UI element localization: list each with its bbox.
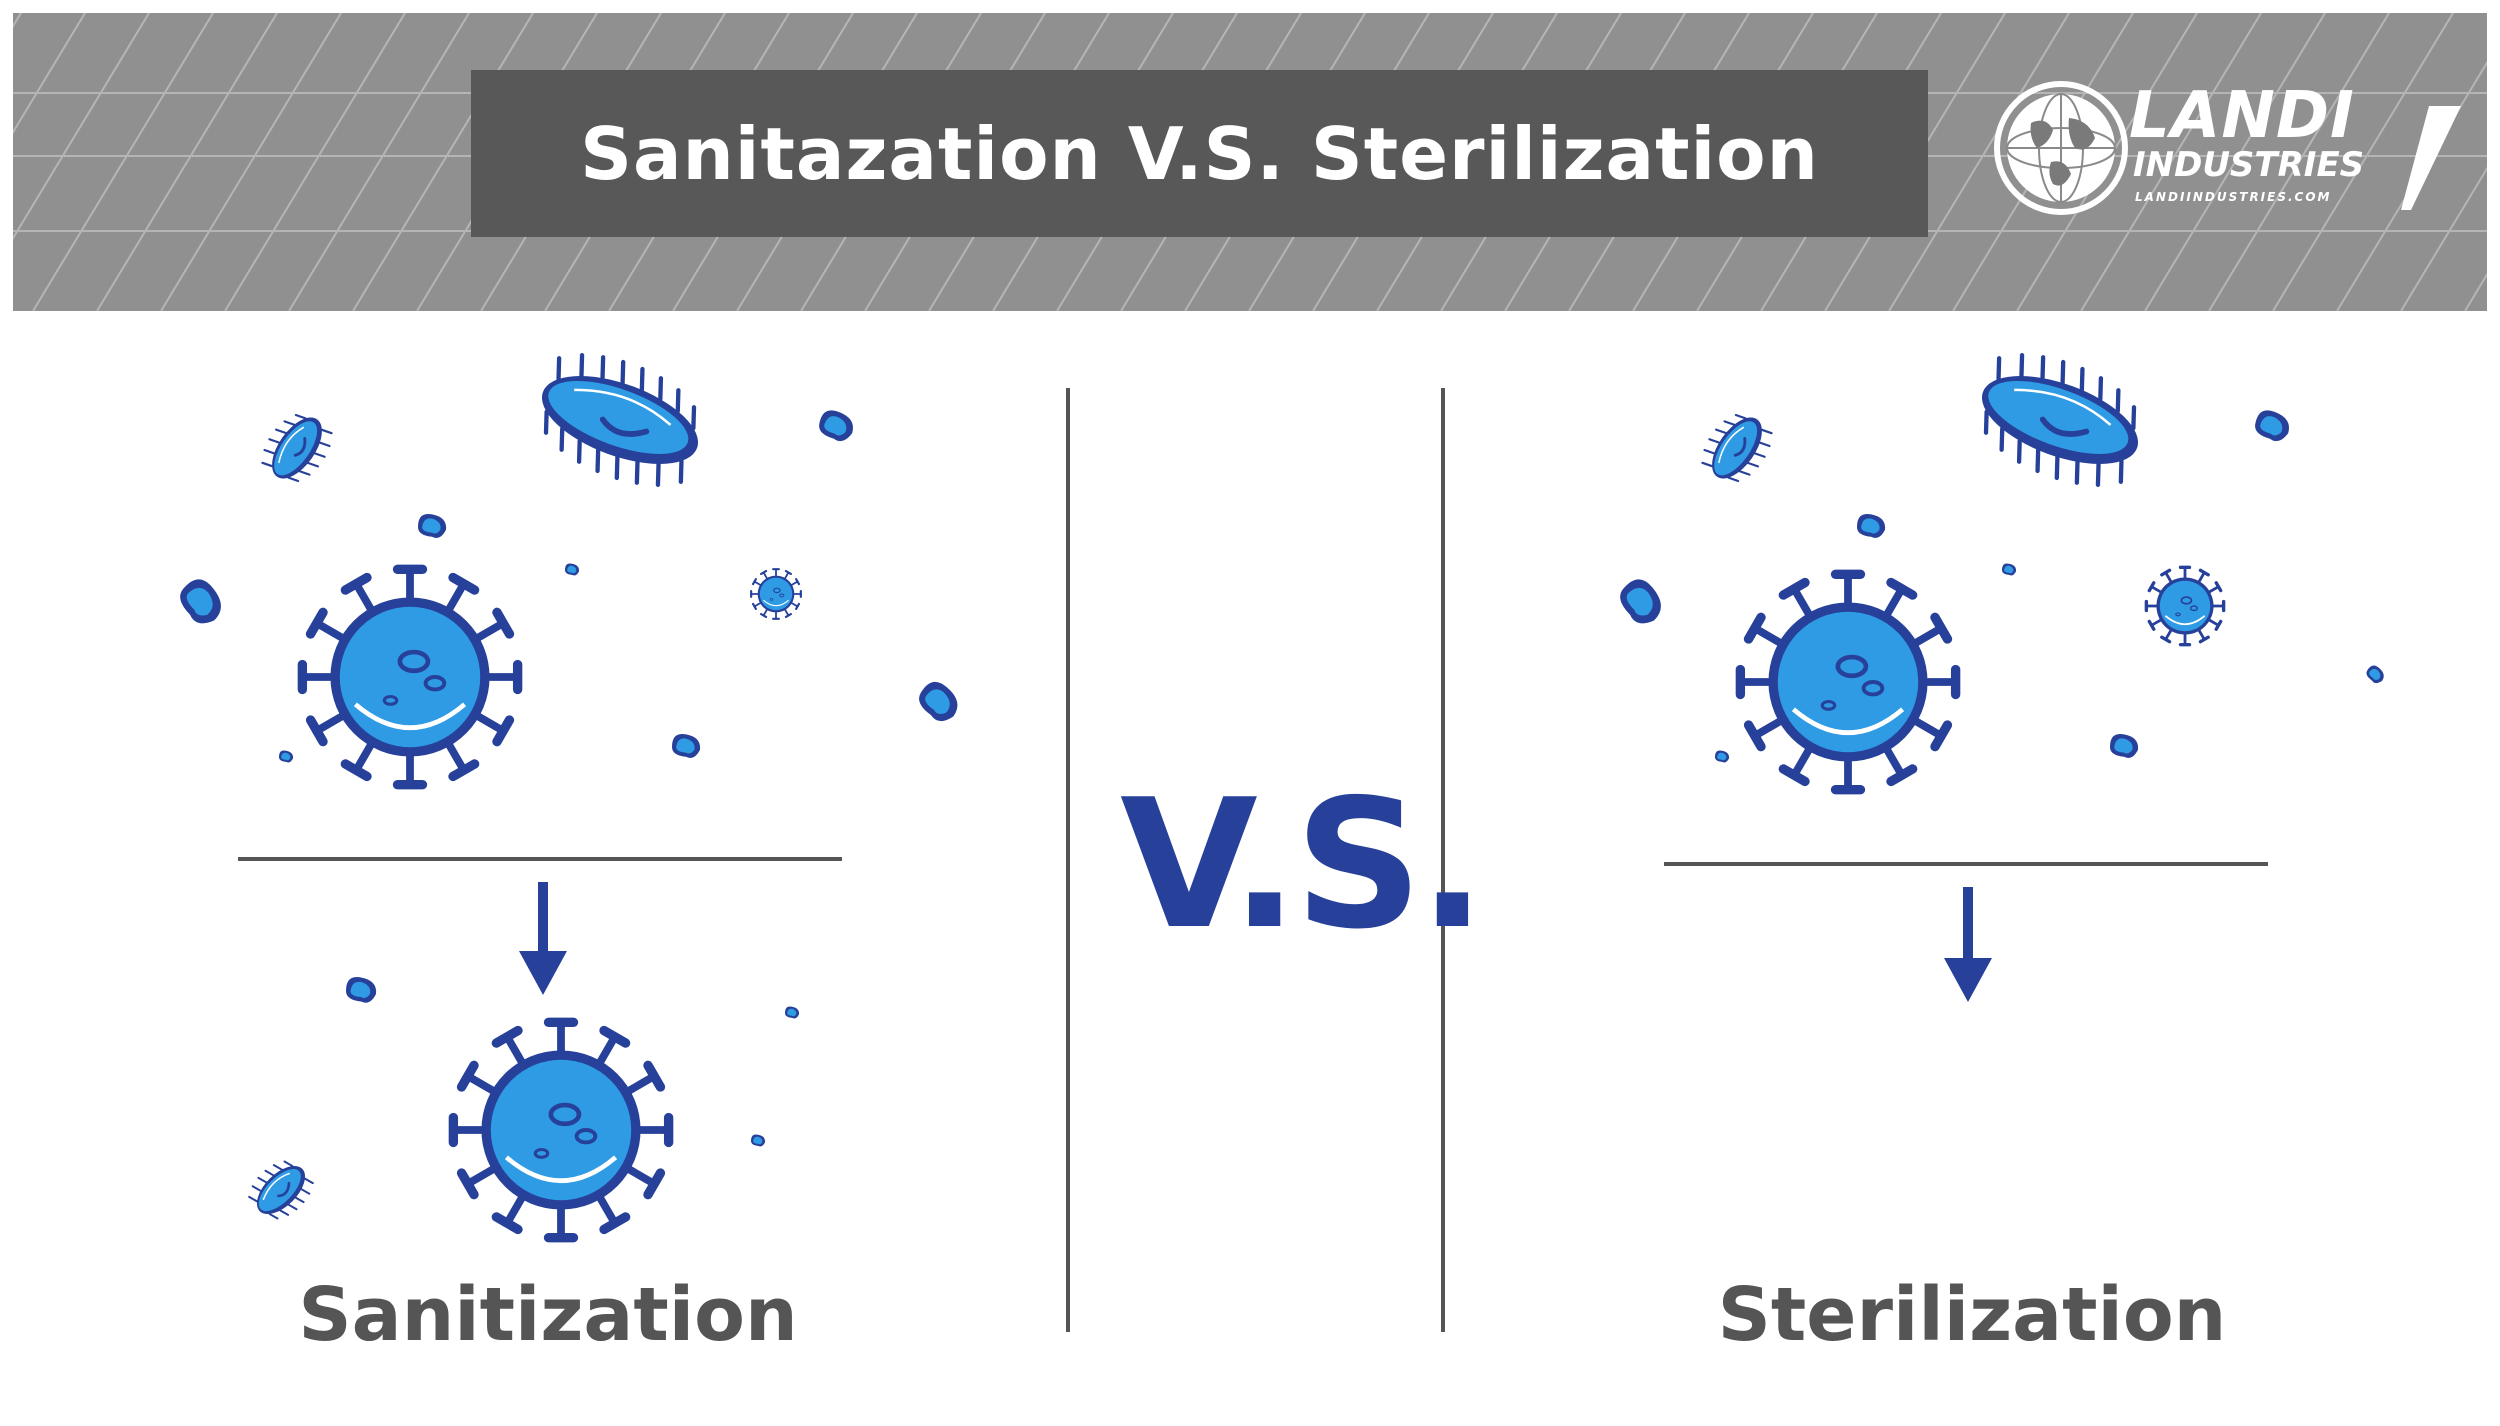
left-separator-line	[238, 857, 842, 861]
vertical-divider-right	[1441, 388, 1445, 1332]
logo-name: LANDI	[2129, 79, 2355, 153]
vertical-divider-left	[1066, 388, 1070, 1332]
page-title: Sanitazation V.S. Sterilization	[580, 111, 1819, 196]
header-banner: Sanitazation V.S. Sterilization LANDI IN…	[13, 13, 2487, 311]
bacterium-icon	[248, 1160, 314, 1220]
droplet-icon	[2002, 563, 2017, 576]
droplet-icon	[565, 563, 580, 576]
bacterium-icon	[541, 353, 699, 487]
droplet-icon	[819, 410, 853, 442]
down-arrow-icon	[519, 882, 567, 995]
virus-icon	[2144, 565, 2226, 647]
title-box: Sanitazation V.S. Sterilization	[471, 70, 1928, 237]
logo-url: LANDIINDUSTRIES.COM	[2135, 190, 2332, 204]
down-arrow-icon	[1944, 887, 1992, 1002]
right-separator-line	[1664, 862, 2268, 866]
virus-icon	[448, 1017, 674, 1243]
droplet-icon	[672, 733, 701, 758]
droplet-icon	[346, 977, 377, 1003]
droplet-icon	[1620, 579, 1661, 624]
droplet-icon	[751, 1134, 766, 1147]
vs-label: V.S.	[1120, 761, 1486, 968]
droplet-icon	[785, 1006, 800, 1019]
sterilization-label: Sterilization	[1717, 1272, 2227, 1358]
bacterium-icon	[261, 413, 333, 483]
droplet-icon	[279, 750, 294, 763]
globe-icon	[1994, 81, 2128, 215]
droplet-icon	[418, 513, 447, 538]
droplet-icon	[919, 681, 958, 722]
company-logo[interactable]: LANDI INDUSTRIES LANDIINDUSTRIES.COM	[1991, 78, 2461, 238]
virus-icon	[1735, 569, 1961, 795]
droplet-icon	[2366, 665, 2384, 684]
logo-subtitle: INDUSTRIES	[2133, 145, 2365, 185]
droplet-icon	[1857, 513, 1886, 538]
sanitization-label: Sanitization	[298, 1272, 798, 1358]
virus-icon	[750, 568, 802, 620]
droplet-icon	[180, 579, 221, 624]
droplet-icon	[1715, 750, 1730, 763]
bacterium-icon	[1981, 353, 2139, 487]
bacterium-icon	[1701, 413, 1773, 483]
logo-swoosh	[2401, 106, 2461, 210]
droplet-icon	[2110, 733, 2139, 758]
droplet-icon	[2255, 410, 2289, 442]
virus-icon	[297, 564, 523, 790]
